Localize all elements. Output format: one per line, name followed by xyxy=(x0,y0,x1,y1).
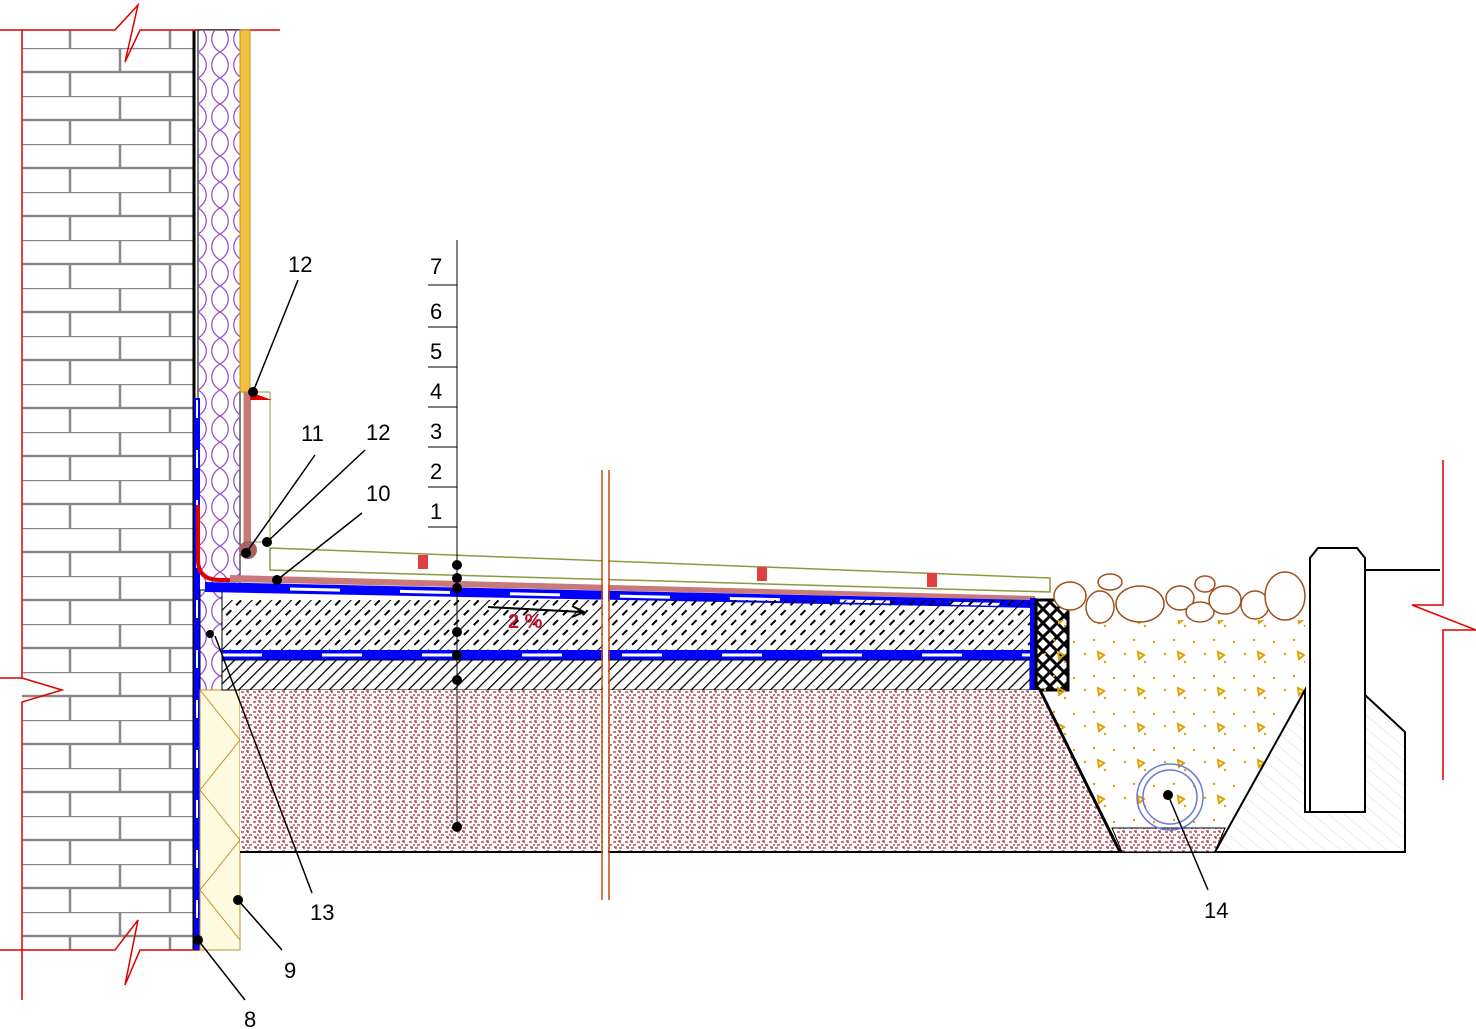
compacted-soil xyxy=(240,690,1120,852)
break-line-top xyxy=(0,2,280,63)
break-line-left xyxy=(0,30,65,1000)
plinth-insulation xyxy=(199,589,223,691)
perimeter-board xyxy=(199,689,241,951)
floor-board xyxy=(269,547,1051,593)
curb-stone xyxy=(1309,547,1366,813)
gravel-stones xyxy=(1053,571,1306,624)
protective-layer xyxy=(230,575,1035,600)
render-strip xyxy=(239,29,251,393)
callout-14: 14 xyxy=(1204,898,1228,923)
slab xyxy=(222,600,1030,650)
callout-10: 10 xyxy=(366,481,390,506)
brick-wall xyxy=(22,30,194,950)
callout-8: 8 xyxy=(244,1007,256,1029)
slope-label: 2 % xyxy=(508,611,543,633)
layer-label-6: 6 xyxy=(430,299,442,324)
layer-label-1: 1 xyxy=(430,499,442,524)
callout-13: 13 xyxy=(310,900,334,925)
sub-base xyxy=(221,659,1031,691)
layer-label-7: 7 xyxy=(430,254,442,279)
spacer-icons xyxy=(418,555,937,587)
drain-pipe-icon xyxy=(1136,763,1204,831)
slope-arrow-icon xyxy=(487,605,587,618)
layer-label-3: 3 xyxy=(430,419,442,444)
pipe-bedding xyxy=(1111,827,1226,853)
layer-label-2: 2 xyxy=(430,459,442,484)
vertical-membrane xyxy=(194,398,200,950)
layer-label-5: 5 xyxy=(430,339,442,364)
break-line-right xyxy=(1411,460,1476,780)
cut-line xyxy=(601,470,610,900)
callout-9: 9 xyxy=(284,958,296,983)
callout-12: 12 xyxy=(366,420,390,445)
callout-12-top: 12 xyxy=(288,252,312,277)
break-line-bottom xyxy=(0,919,200,986)
callout-11: 11 xyxy=(301,421,324,446)
drainage-sand xyxy=(1040,620,1305,852)
layer-label-4: 4 xyxy=(430,379,442,404)
